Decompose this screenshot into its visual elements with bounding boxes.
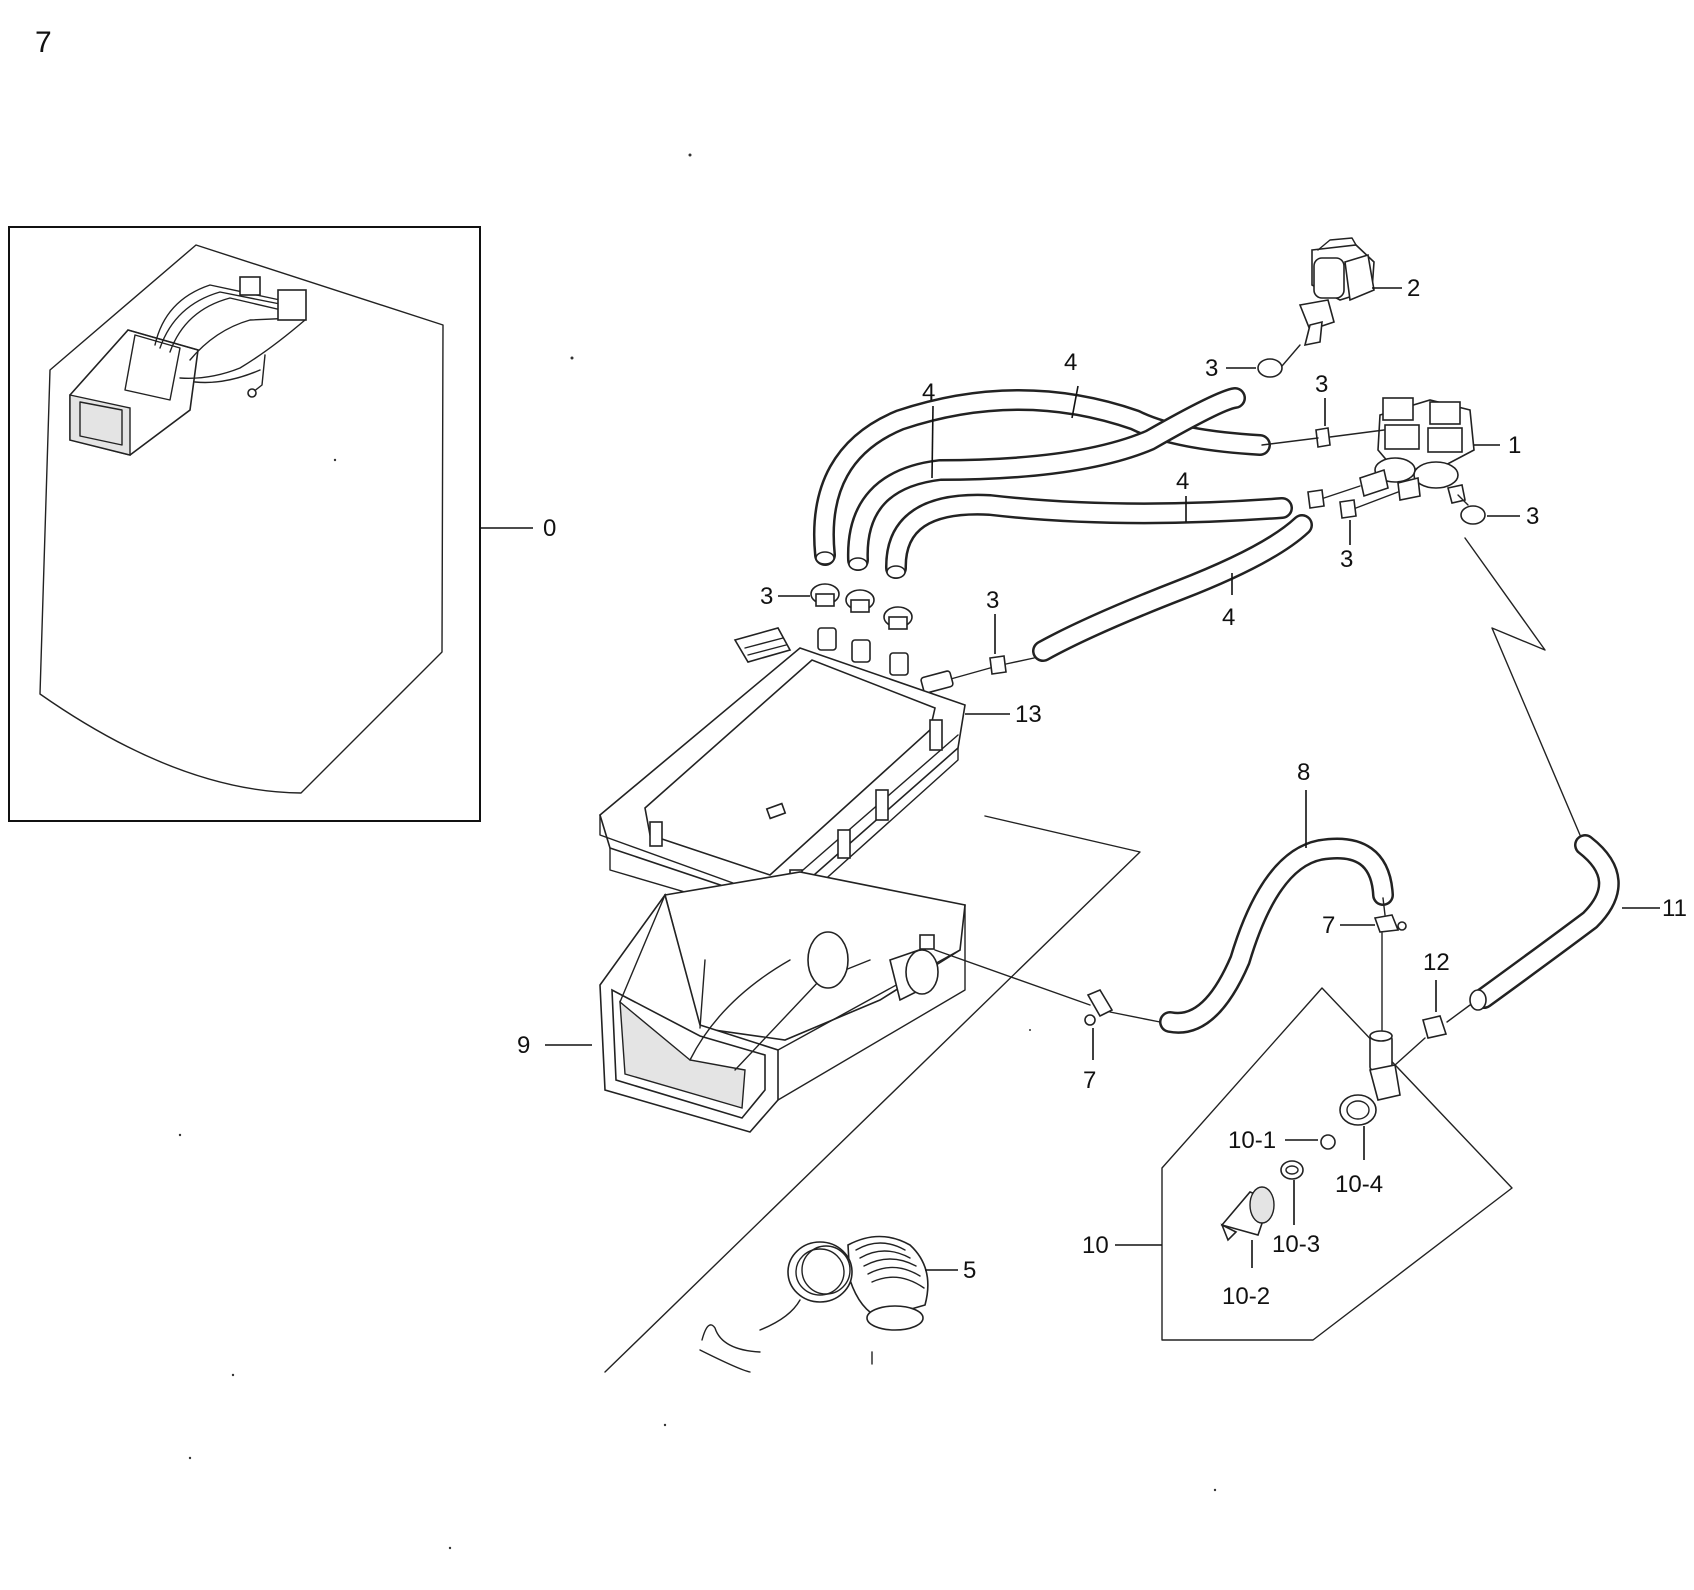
mini-valve-2 — [239, 276, 261, 296]
page-number: 7 — [35, 26, 52, 59]
callout-4-top: 4 — [1064, 349, 1077, 376]
callout-3-c: 3 — [1340, 546, 1353, 573]
callout-3-b: 3 — [1315, 371, 1328, 398]
assembly-inset: 0 — [8, 226, 556, 822]
mini-valve — [277, 289, 307, 321]
callout-8: 8 — [1297, 759, 1310, 786]
callout-0: 0 — [543, 515, 556, 542]
detail-divider — [604, 815, 1141, 1373]
clamp-valve1-top: 3 — [1261, 371, 1385, 448]
callout-9: 9 — [517, 1032, 530, 1059]
clamp-valve2: 3 — [1205, 344, 1301, 382]
callout-4-lower: 4 — [1222, 604, 1235, 631]
bellows-hose-5: 5 — [699, 1235, 976, 1373]
clamp-valve1-right: 3 — [1457, 494, 1539, 530]
dispenser-top-cover: 13 — [599, 627, 1042, 921]
callout-1: 1 — [1508, 432, 1521, 459]
clamp-valve1-mid: 3 — [1307, 485, 1399, 573]
drain-assembly-10: 10-4 10-1 10-3 10-2 10 — [1082, 987, 1513, 1341]
callout-7-lower: 7 — [1083, 1067, 1096, 1094]
callout-3-d: 3 — [1526, 503, 1539, 530]
callout-12: 12 — [1423, 949, 1450, 976]
clamps-housing-inlets: 3 — [760, 583, 913, 630]
water-valve-multi: 1 — [1359, 397, 1521, 504]
callout-7-upper: 7 — [1322, 912, 1335, 939]
callout-4-mid: 4 — [1176, 468, 1189, 495]
callout-11: 11 — [1662, 895, 1687, 922]
callout-3-f: 3 — [986, 587, 999, 614]
machine-body-outline — [39, 244, 444, 794]
clips-7: 7 7 — [934, 897, 1407, 1094]
hose-clamps-3: 3 3 3 3 — [760, 344, 1539, 683]
hoses-4: 4 4 4 4 — [813, 349, 1313, 662]
callout-10: 10 — [1082, 1232, 1109, 1259]
callout-10-1: 10-1 — [1228, 1127, 1276, 1154]
water-valve-single: 2 — [1298, 237, 1420, 347]
callout-10-2: 10-2 — [1222, 1283, 1270, 1310]
callout-10-4: 10-4 — [1335, 1171, 1383, 1198]
clamp-12: 12 — [1394, 949, 1450, 1066]
clamp-side-inlet: 3 — [939, 587, 1035, 683]
subassembly-outline — [1161, 987, 1513, 1341]
inset-frame — [8, 226, 481, 822]
vent-hose-8: 8 — [1159, 759, 1394, 1034]
callout-2: 2 — [1407, 275, 1420, 302]
mini-dispenser-assembly — [69, 276, 307, 456]
callout-5: 5 — [963, 1257, 976, 1284]
scan-specks — [178, 153, 1217, 1550]
callout-3-a: 3 — [1205, 355, 1218, 382]
dispenser-housing: 9 — [517, 815, 1141, 1373]
hose-11: 11 — [1446, 537, 1687, 1023]
callout-10-3: 10-3 — [1272, 1231, 1320, 1258]
callout-13: 13 — [1015, 701, 1042, 728]
callout-4-left: 4 — [922, 379, 935, 406]
callout-3-e: 3 — [760, 583, 773, 610]
